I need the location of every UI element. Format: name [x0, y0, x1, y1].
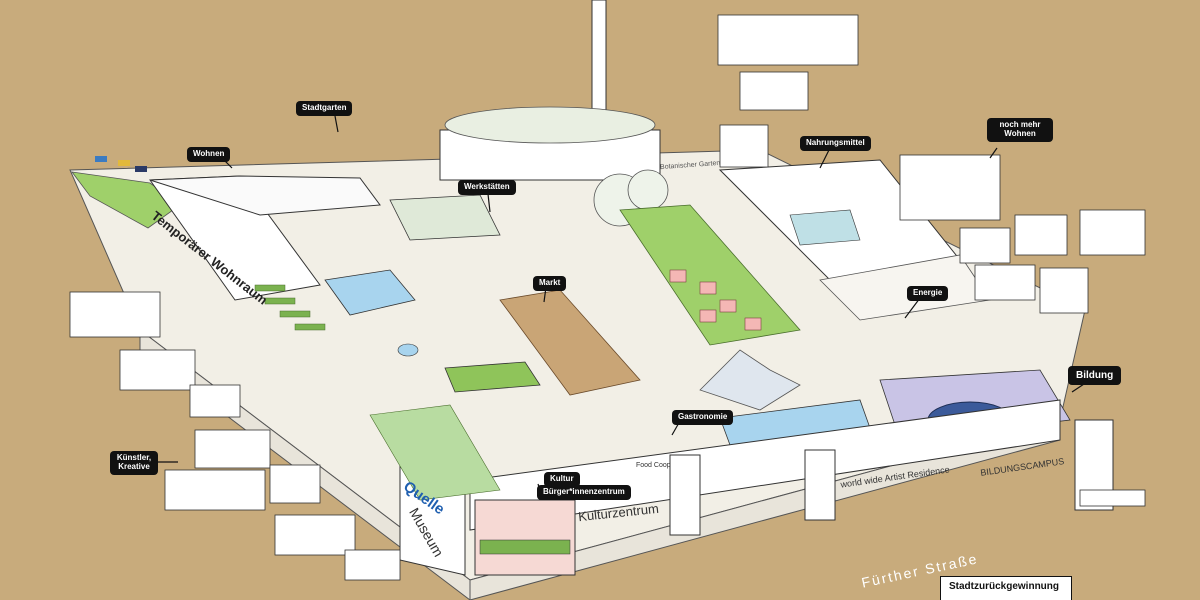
label-markt: Markt	[533, 276, 567, 291]
food-building-green	[789, 209, 861, 246]
mountain-sculpture	[699, 349, 801, 411]
label-kuenstler: Künstler, Kreative	[110, 451, 158, 475]
tower-center	[669, 454, 701, 536]
greenhouse-roof	[389, 194, 501, 241]
room-modules-left	[69, 291, 401, 581]
temp-housing-top	[149, 175, 381, 216]
market-floor	[499, 289, 641, 396]
label-noch-mehr-wohnen: noch mehr Wohnen	[987, 118, 1053, 142]
village-houses	[669, 269, 762, 331]
stadtzurueck-box: Stadtzurückgewinnung	[940, 576, 1072, 600]
label-bildung: Bildung	[1068, 366, 1122, 385]
culture-center-plants	[479, 539, 571, 555]
label-stadtgarten: Stadtgarten	[296, 101, 353, 116]
label-nahrungsmittel: Nahrungsmittel	[800, 136, 871, 151]
skatepark	[324, 269, 416, 316]
room-modules-right	[717, 14, 1146, 314]
small-pond	[397, 343, 419, 357]
garden-beds	[254, 284, 326, 331]
label-kultur: Kultur	[544, 472, 580, 487]
green-roof-block	[444, 361, 541, 393]
label-energie: Energie	[907, 286, 949, 301]
tower-mid	[804, 449, 836, 521]
village-green	[619, 204, 801, 346]
label-buerger: Bürger*innenzentrum	[537, 485, 631, 500]
label-gastronomie: Gastronomie	[672, 410, 734, 425]
label-werkstaetten: Werkstätten	[458, 180, 516, 195]
geodesic-dome-2	[627, 169, 669, 211]
bus-stop	[1079, 489, 1146, 507]
stadtzurueck-text: Stadtzurückgewinnung	[949, 581, 1059, 592]
rooftop-trees	[444, 106, 656, 144]
lawn-left	[71, 171, 181, 229]
sign-food-coop: Food Coop	[636, 462, 671, 469]
label-wohnen: Wohnen	[187, 147, 231, 162]
culture-center-box	[474, 499, 576, 576]
green-slope	[369, 404, 501, 501]
cars	[95, 156, 147, 172]
